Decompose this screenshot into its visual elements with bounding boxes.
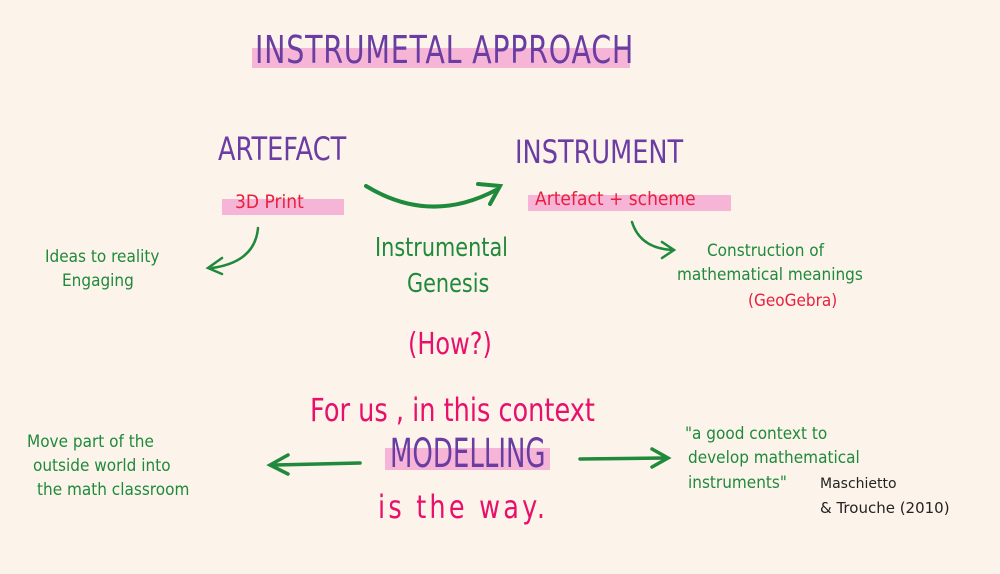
- left-arrow: [273, 461, 362, 467]
- instrument-note-2: mathematical meanings: [677, 265, 863, 285]
- modelling-word: MODELLING: [390, 431, 546, 477]
- artefact-note-arrow-head: [205, 256, 224, 276]
- artefact-note-2: Engaging: [62, 271, 134, 291]
- left-note-3: the math classroom: [37, 480, 190, 500]
- context-text: For us , in this context: [310, 391, 595, 429]
- right-note-1: "a good context to: [685, 424, 828, 444]
- right-arrow-head: [650, 447, 672, 469]
- left-note-1: Move part of the: [27, 432, 154, 452]
- genesis-line-1: Instrumental: [375, 233, 508, 263]
- right-note-2: develop mathematical: [688, 448, 860, 468]
- instrument-heading: INSTRUMENT: [515, 133, 684, 171]
- genesis-line-2: Genesis: [407, 269, 490, 299]
- instrument-note-arrow-head: [660, 240, 677, 260]
- artefact-heading: ARTEFACT: [218, 130, 347, 168]
- artefact-note-arrow: [210, 226, 260, 270]
- instrument-highlight: [528, 195, 731, 211]
- genesis-arrow-head: [476, 182, 504, 206]
- modelling-tagline: is the way.: [378, 488, 549, 526]
- citation-line-1: Maschietto: [820, 476, 897, 492]
- artefact-example: 3D Print: [235, 191, 304, 213]
- instrument-note-1: Construction of: [707, 241, 825, 261]
- right-note-3: instruments": [688, 473, 787, 493]
- citation-line-2: & Trouche (2010): [820, 499, 950, 517]
- instrument-example: (GeoGebra): [748, 291, 838, 311]
- genesis-question: (How?): [408, 327, 492, 362]
- right-arrow: [578, 456, 667, 461]
- instrument-note-arrow: [630, 220, 674, 252]
- left-note-2: outside world into: [33, 456, 171, 476]
- artefact-note-1: Ideas to reality: [45, 247, 160, 267]
- modelling-highlight: [385, 448, 550, 470]
- artefact-highlight: [222, 199, 344, 215]
- instrument-formula: Artefact + scheme: [535, 188, 696, 210]
- genesis-arrow: [364, 184, 498, 209]
- left-arrow-head: [266, 453, 290, 476]
- page-title: INSTRUMETAL APPROACH: [255, 28, 635, 72]
- title-highlight: [252, 48, 630, 68]
